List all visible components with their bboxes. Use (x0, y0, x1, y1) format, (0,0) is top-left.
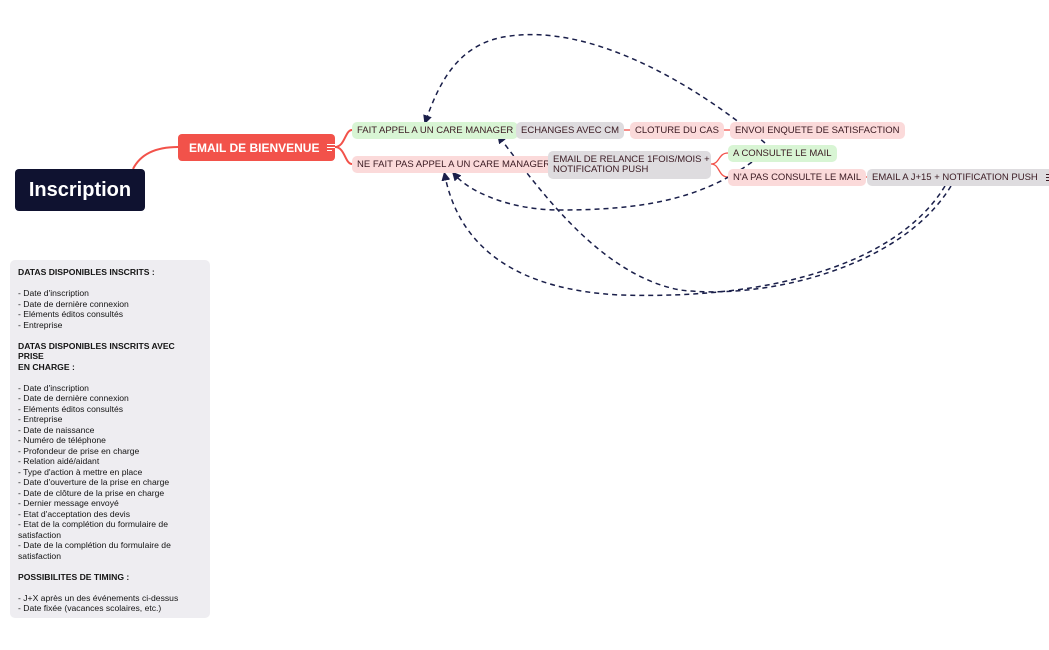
list-item: - Date de naissance (18, 424, 95, 435)
node-email-bienvenue[interactable]: EMAIL DE BIENVENUE (178, 134, 335, 161)
list-item: satisfaction (18, 550, 61, 561)
consulte-label: A CONSULTE LE MAIL (733, 148, 832, 159)
info-title-inscrits: DATAS DISPONIBLES INSCRITS : (18, 267, 155, 277)
relance-line-2: NOTIFICATION PUSH (553, 164, 649, 175)
email-bienvenue-label: EMAIL DE BIENVENUE (189, 140, 320, 155)
list-item: - Etat de la complétion du formulaire de (18, 519, 168, 529)
dashed-loop-j15-to-appel (497, 134, 952, 293)
list-item: - Etat d'acceptation des devis (18, 508, 130, 519)
ne-fait-pas-appel-label: NE FAIT PAS APPEL A UN CARE MANAGER (357, 159, 551, 170)
node-ne-fait-pas-appel-care-manager[interactable]: NE FAIT PAS APPEL A UN CARE MANAGER (352, 156, 556, 173)
relance-text: EMAIL DE RELANCE 1FOIS/MOIS + NOTIFICATI… (553, 155, 710, 175)
list-item: - Date de clôture de la prise en charge (18, 487, 165, 498)
email-j15-label: EMAIL A J+15 + NOTIFICATION PUSH (872, 172, 1038, 183)
fait-appel-label: FAIT APPEL A UN CARE MANAGER (357, 125, 514, 136)
enquete-label: ENVOI ENQUETE DE SATISFACTION (735, 125, 900, 136)
echanges-label: ECHANGES AVEC CM (521, 125, 620, 136)
connector-relance-split (710, 152, 729, 178)
root-node-inscription[interactable]: Inscription (15, 169, 145, 211)
node-email-j15-notification[interactable]: EMAIL A J+15 + NOTIFICATION PUSH (867, 169, 1049, 186)
node-echanges-avec-cm[interactable]: ECHANGES AVEC CM (516, 122, 625, 139)
list-item: - Date de dernière connexion (18, 298, 129, 309)
list-item: - Date de la complétion du formulaire de (18, 540, 171, 550)
root-label: Inscription (28, 178, 132, 201)
list-item: - Entreprise (18, 414, 63, 424)
list-item: - Type d'action à mettre en place (18, 466, 143, 477)
info-title-prise-en-charge-1: DATAS DISPONIBLES INSCRITS AVEC PRISE (18, 340, 175, 362)
list-item: - J+X après un des événements ci-dessus (18, 592, 179, 603)
connector-email-branches (334, 129, 353, 165)
list-item: - Eléments éditos consultés (18, 403, 124, 414)
info-panel-datas: DATAS DISPONIBLES INSCRITS : - Date d'in… (10, 260, 210, 618)
list-item: - Eléments éditos consultés (18, 309, 124, 319)
list-item: satisfaction (18, 529, 61, 540)
cloture-label: CLOTURE DU CAS (635, 125, 719, 136)
list-item: - Date d'ouverture de la prise en charge (18, 477, 170, 487)
dashed-loop-consulte-to-appel (423, 33, 766, 144)
node-a-consulte-le-mail[interactable]: A CONSULTE LE MAIL (728, 145, 837, 162)
relance-line-1: EMAIL DE RELANCE 1FOIS/MOIS + (553, 154, 710, 165)
list-item: - Date fixée (vacances scolaires, etc.) (18, 603, 162, 613)
list-item: - Numéro de téléphone (18, 435, 106, 445)
list-item: - Entreprise (18, 319, 63, 330)
info-title-timing: POSSIBILITES DE TIMING : (18, 571, 130, 582)
info-title-prise-en-charge-2: EN CHARGE : (18, 361, 75, 372)
list-item: - Profondeur de prise en charge (18, 445, 140, 456)
note-lines-icon[interactable] (1045, 172, 1049, 184)
list-item: - Date d'inscription (18, 288, 89, 298)
list-item: - Date d'inscription (18, 382, 89, 393)
node-fait-appel-care-manager[interactable]: FAIT APPEL A UN CARE MANAGER (352, 122, 519, 139)
list-item: - Dernier message envoyé (18, 498, 119, 508)
note-lines-icon[interactable] (327, 142, 335, 154)
list-item: - Relation aidé/aidant (18, 456, 100, 466)
connector-root-email (132, 146, 179, 170)
dashed-loop-j15-to-noappel (441, 171, 946, 297)
dashed-loop-consulte-to-noappel (452, 161, 753, 211)
node-envoi-enquete-satisfaction[interactable]: ENVOI ENQUETE DE SATISFACTION (730, 122, 905, 139)
list-item: - Date de dernière connexion (18, 393, 129, 403)
pas-consulte-label: N'A PAS CONSULTE LE MAIL (733, 172, 862, 183)
node-email-de-relance[interactable]: EMAIL DE RELANCE 1FOIS/MOIS + NOTIFICATI… (548, 151, 711, 179)
node-na-pas-consulte-le-mail[interactable]: N'A PAS CONSULTE LE MAIL (728, 169, 867, 186)
node-cloture-du-cas[interactable]: CLOTURE DU CAS (630, 122, 724, 139)
